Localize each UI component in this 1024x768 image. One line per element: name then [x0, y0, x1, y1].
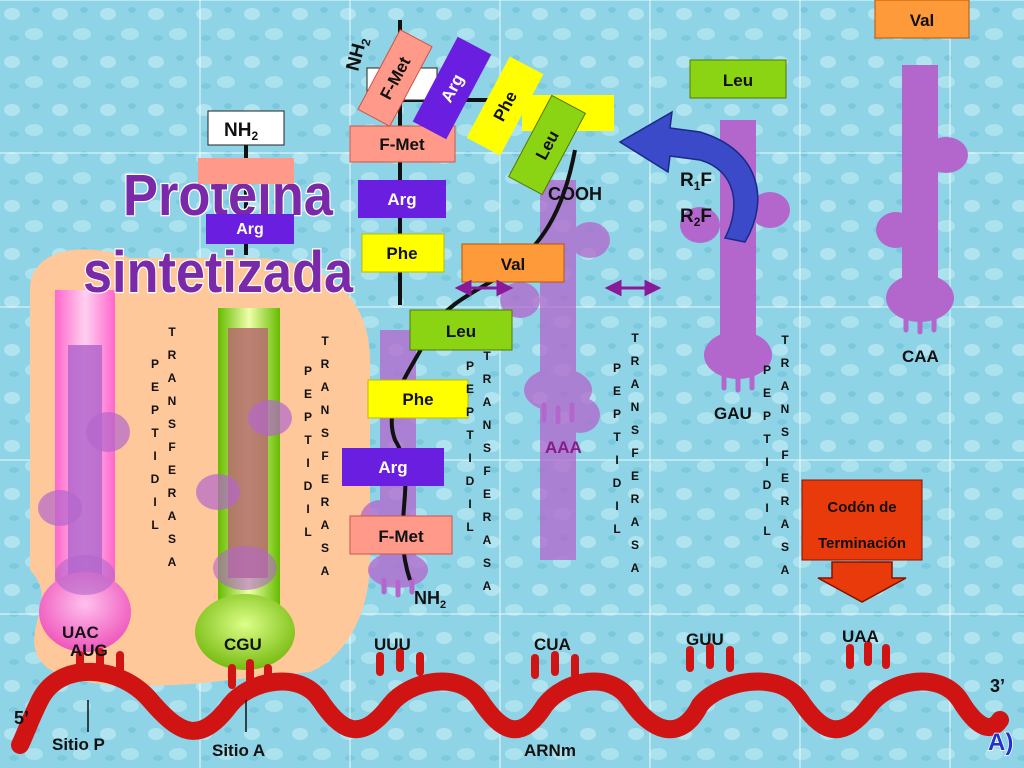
fmet-label-lower: F-Met [378, 527, 424, 546]
val-box-right [874, 0, 970, 39]
trna-a-site [195, 308, 295, 670]
codon-1: AUG [70, 641, 108, 660]
logo: A) [988, 729, 1013, 756]
arg-box-lower [342, 448, 444, 486]
tilted-fmet: F-Met [357, 29, 433, 127]
release-factor-2: R2F [680, 206, 712, 229]
leu-label-lower: Leu [446, 322, 476, 341]
stop-codon-arrow [817, 561, 907, 603]
mrna-strand [11, 662, 1009, 754]
trna-p-site [38, 290, 131, 652]
stop-codon-line-1: Codón de [827, 499, 896, 516]
five-prime-label: 5’ [14, 708, 29, 728]
codon-6: UAA [842, 627, 879, 646]
nh2-box-left [207, 110, 285, 146]
phe-box-lower [367, 379, 469, 419]
arg-label-middle: Arg [387, 190, 416, 209]
codon-5: GUU [686, 630, 724, 649]
release-factor-1: R1F [680, 170, 712, 193]
phe-box-middle [361, 233, 445, 273]
codon-4: CUA [534, 635, 571, 654]
arg-label-lower: Arg [378, 458, 407, 477]
tilted-phe: Phe [466, 56, 544, 156]
three-prime-label: 3’ [990, 676, 1005, 696]
codon-2: CGU [224, 635, 262, 654]
trna-ghost-2 [500, 180, 610, 560]
mrna-label: ARNm [524, 741, 576, 760]
arg-box-middle [358, 180, 446, 218]
anticodon-gau: GAU [714, 404, 752, 423]
stop-codon-box [801, 479, 923, 561]
arg-label-left: Arg [236, 221, 264, 238]
nh2-label-left: NH2 [224, 120, 258, 143]
val-box-middle [461, 243, 565, 283]
fmet-box-left [198, 158, 294, 184]
cooh-label: COOH [548, 184, 602, 204]
trna-caa [876, 65, 968, 322]
release-arrow [618, 110, 759, 243]
arg-box-left [206, 214, 294, 244]
stop-codon-line-2: Terminación [818, 535, 906, 552]
nh2-label-bottom: NH2 [414, 588, 446, 611]
phe-label-middle: Phe [386, 244, 417, 263]
val-label-right: Val [910, 11, 935, 30]
fmet-label-middle: F-Met [379, 135, 425, 154]
codon-3: UUU [374, 635, 411, 654]
trna-feet [381, 312, 937, 598]
site-markers [87, 700, 247, 732]
translocation-arrows [454, 279, 662, 297]
tilted-leu: Leu [507, 94, 587, 196]
title-line-2: sintetizada [83, 240, 354, 305]
a-site-label: Sitio A [212, 741, 265, 760]
p-site-label: Sitio P [52, 735, 105, 754]
anticodon-aaa: AAA [545, 438, 582, 457]
tilted-arg: Arg [412, 36, 492, 140]
val-label-middle: Val [501, 255, 526, 274]
mrna-bases [76, 641, 890, 689]
anticodon-p-site: UAC [62, 623, 99, 642]
fmet-box-lower [349, 515, 453, 555]
phe-label-lower: Phe [402, 390, 433, 409]
leu-label-right: Leu [723, 71, 753, 90]
leu-box-lower [409, 309, 513, 351]
leu-box-right [689, 59, 787, 99]
anticodon-caa: CAA [902, 347, 939, 366]
